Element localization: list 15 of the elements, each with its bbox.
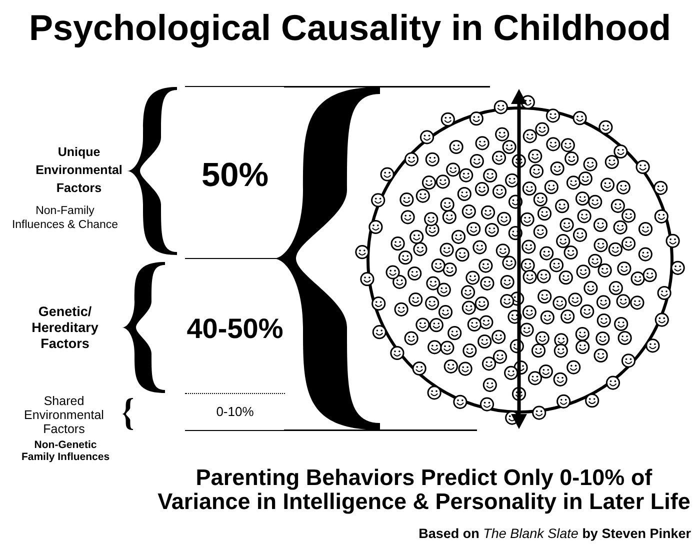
- source-note: Based on The Blank Slate by Steven Pinker: [418, 526, 691, 542]
- curly-brace: [127, 87, 177, 255]
- factor-note: Non-Genetic Family Influences: [20, 439, 111, 463]
- percentage-value: 40-50%: [186, 314, 284, 345]
- curly-brace: [122, 262, 165, 393]
- factor-label: Unique Environmental Factors: [34, 144, 124, 197]
- factor-note: Non-Family Influences & Chance: [10, 204, 120, 232]
- percentage-value: 50%: [201, 158, 269, 195]
- curly-brace: [122, 398, 133, 430]
- factor-label: Shared Environmental Factors: [23, 394, 105, 436]
- diagram-title: Psychological Causality in Childhood: [28, 7, 672, 48]
- percentage-value: 0-10%: [216, 405, 254, 420]
- caption-text: Parenting Behaviors Predict Only 0-10% of Variance in Intelligence & Personality in Later Life: [156, 466, 692, 514]
- percentage-band: [185, 393, 285, 431]
- factor-label: Genetic/ Hereditary Factors: [30, 304, 100, 352]
